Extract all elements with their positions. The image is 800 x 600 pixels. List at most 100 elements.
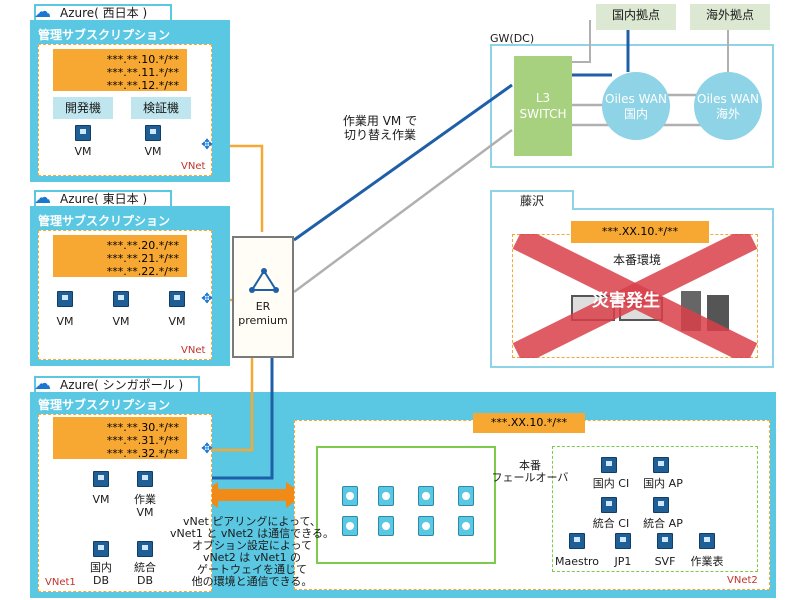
ip-range-item: ***.**.31.*/** bbox=[106, 434, 179, 447]
expressroute-premium: ER premium bbox=[232, 236, 294, 358]
vm-label: SVF bbox=[654, 555, 676, 568]
east-region: 管理サブスクリプション ***.**.20.*/** ***.**.21.*/*… bbox=[30, 206, 230, 366]
singapore-region-tab: ☁ Azure( シンガポール ) bbox=[34, 374, 200, 394]
sg-ip-ranges: ***.**.30.*/** ***.**.31.*/** ***.**.32.… bbox=[53, 417, 187, 460]
singapore-subscription-label: 管理サブスクリプション bbox=[38, 398, 171, 412]
singapore-region-title: Azure( シンガポール ) bbox=[60, 378, 184, 392]
ip-range-item: ***.**.12.*/** bbox=[106, 79, 179, 92]
disk-icon bbox=[342, 516, 358, 536]
db-label: 国内 DB bbox=[90, 561, 112, 587]
db-vm-icon bbox=[93, 541, 109, 557]
disk-icon bbox=[378, 486, 394, 506]
dev-machine-button[interactable]: 開発機 bbox=[53, 97, 113, 119]
vm-icon bbox=[57, 291, 73, 307]
cloud-icon: ☁ bbox=[34, 2, 51, 22]
vm-icon bbox=[169, 291, 185, 307]
vm-label: JP1 bbox=[614, 555, 632, 568]
wan-overseas: Oiles WAN 海外 bbox=[694, 72, 762, 140]
fujisawa-site: ***.XX.10.*/** 本番環境 災害発生 bbox=[490, 208, 774, 368]
work-vm-icon bbox=[137, 471, 153, 487]
vnet2-label: VNet2 bbox=[727, 575, 758, 586]
test-machine-button[interactable]: 検証機 bbox=[131, 97, 191, 119]
disk-icon bbox=[378, 516, 394, 536]
ip-range-item: ***.**.11.*/** bbox=[106, 66, 179, 79]
gray-link-er-gw bbox=[293, 128, 513, 294]
disk-icon bbox=[418, 486, 434, 506]
vm-icon bbox=[601, 457, 617, 473]
vm-icon bbox=[75, 125, 91, 141]
disk-icon bbox=[458, 486, 474, 506]
vm-label: VM bbox=[112, 315, 130, 328]
disaster-x-mark bbox=[512, 234, 758, 358]
failover-note: 本番 フェールオーバ bbox=[491, 459, 569, 484]
failover-target-box: 国内 CI 国内 AP 統合 CI 統合 AP Maestro JP1 SVF … bbox=[552, 446, 758, 572]
vnet-gateway-icon: ✥ bbox=[201, 137, 213, 153]
vm-label: 統合 AP bbox=[643, 517, 683, 530]
ip-range-item: ***.**.10.*/** bbox=[106, 53, 179, 66]
peering-arrow bbox=[200, 482, 304, 508]
gw-line-5 bbox=[572, 20, 591, 63]
disk-group-box bbox=[316, 446, 496, 564]
prod-env-label: 本番環境 bbox=[613, 253, 662, 267]
ip-range-item: ***.**.20.*/** bbox=[106, 239, 179, 252]
vnet-label: VNet bbox=[181, 345, 206, 356]
vm-icon bbox=[699, 533, 715, 549]
west-region-tab: ☁ Azure( 西日本 ) bbox=[34, 2, 172, 22]
vm-icon bbox=[569, 533, 585, 549]
vnet-gateway-icon: ✥ bbox=[201, 291, 213, 307]
disk-icon bbox=[418, 516, 434, 536]
cloud-icon: ☁ bbox=[34, 374, 51, 394]
vm-icon bbox=[615, 533, 631, 549]
domestic-site: 国内拠点 bbox=[596, 4, 676, 30]
cloud-icon: ☁ bbox=[34, 188, 51, 208]
west-region-title: Azure( 西日本 ) bbox=[60, 6, 148, 20]
east-vnet-box: ***.**.20.*/** ***.**.21.*/** ***.**.22.… bbox=[38, 230, 212, 360]
vm-icon bbox=[657, 533, 673, 549]
peering-note: vNet ピアリングによって、 vNet1 と vNet2 は通信できる。 オプ… bbox=[170, 515, 334, 588]
wan-domestic: Oiles WAN 国内 bbox=[602, 72, 670, 140]
l3-switch: L3 SWITCH bbox=[514, 56, 572, 156]
vnet1-box: ***.**.30.*/** ***.**.31.*/** ***.**.32.… bbox=[38, 414, 212, 592]
east-region-title: Azure( 東日本 ) bbox=[60, 192, 148, 206]
vm-label: 作業表 bbox=[690, 555, 724, 568]
disk-icon bbox=[458, 516, 474, 536]
fujisawa-ip: ***.XX.10.*/** bbox=[571, 221, 709, 243]
vm-label: 国内 AP bbox=[643, 477, 683, 490]
west-ip-ranges: ***.**.10.*/** ***.**.11.*/** ***.**.12.… bbox=[53, 49, 187, 92]
vnet-label: VNet bbox=[181, 161, 206, 172]
vm-icon bbox=[113, 291, 129, 307]
vm-label: 統合 CI bbox=[592, 517, 630, 530]
vm-icon bbox=[653, 457, 669, 473]
db-vm-icon bbox=[137, 541, 153, 557]
work-vm-label: 作業 VM bbox=[134, 493, 156, 519]
east-region-tab: ☁ Azure( 東日本 ) bbox=[34, 188, 172, 208]
east-ip-ranges: ***.**.20.*/** ***.**.21.*/** ***.**.22.… bbox=[53, 235, 187, 278]
db-label: 統合 DB bbox=[134, 561, 156, 587]
vm-icon bbox=[601, 497, 617, 513]
vnet-gateway-icon: ✥ bbox=[201, 441, 213, 457]
vm-label: Maestro bbox=[554, 555, 600, 568]
expressroute-icon bbox=[249, 268, 279, 293]
ip-range-item: ***.**.22.*/** bbox=[106, 265, 179, 278]
west-subscription-label: 管理サブスクリプション bbox=[38, 28, 171, 42]
vnet2-ip-range: ***.XX.10.*/** bbox=[473, 413, 585, 433]
fujisawa-tab: 藤沢 bbox=[490, 190, 574, 210]
ip-range-item: ***.**.32.*/** bbox=[106, 447, 179, 460]
switch-note: 作業用 VM で 切り替え作業 bbox=[342, 114, 418, 142]
vm-icon bbox=[653, 497, 669, 513]
vm-label: VM bbox=[168, 315, 186, 328]
disk-icon bbox=[342, 486, 358, 506]
west-region: 管理サブスクリプション ***.**.10.*/** ***.**.11.*/*… bbox=[30, 20, 230, 182]
blue-link-er-l3 bbox=[293, 83, 513, 242]
ip-range-item: ***.**.30.*/** bbox=[106, 421, 179, 434]
overseas-site: 海外拠点 bbox=[690, 4, 770, 30]
west-vnet-box: ***.**.10.*/** ***.**.11.*/** ***.**.12.… bbox=[38, 44, 212, 176]
vm-label: VM bbox=[74, 145, 92, 158]
ip-range-item: ***.**.21.*/** bbox=[106, 252, 179, 265]
disaster-label: 災害発生 bbox=[592, 291, 660, 311]
vm-icon bbox=[93, 471, 109, 487]
east-subscription-label: 管理サブスクリプション bbox=[38, 214, 171, 228]
vm-label: VM bbox=[92, 493, 110, 506]
vm-label: 国内 CI bbox=[592, 477, 630, 490]
vm-icon bbox=[145, 125, 161, 141]
